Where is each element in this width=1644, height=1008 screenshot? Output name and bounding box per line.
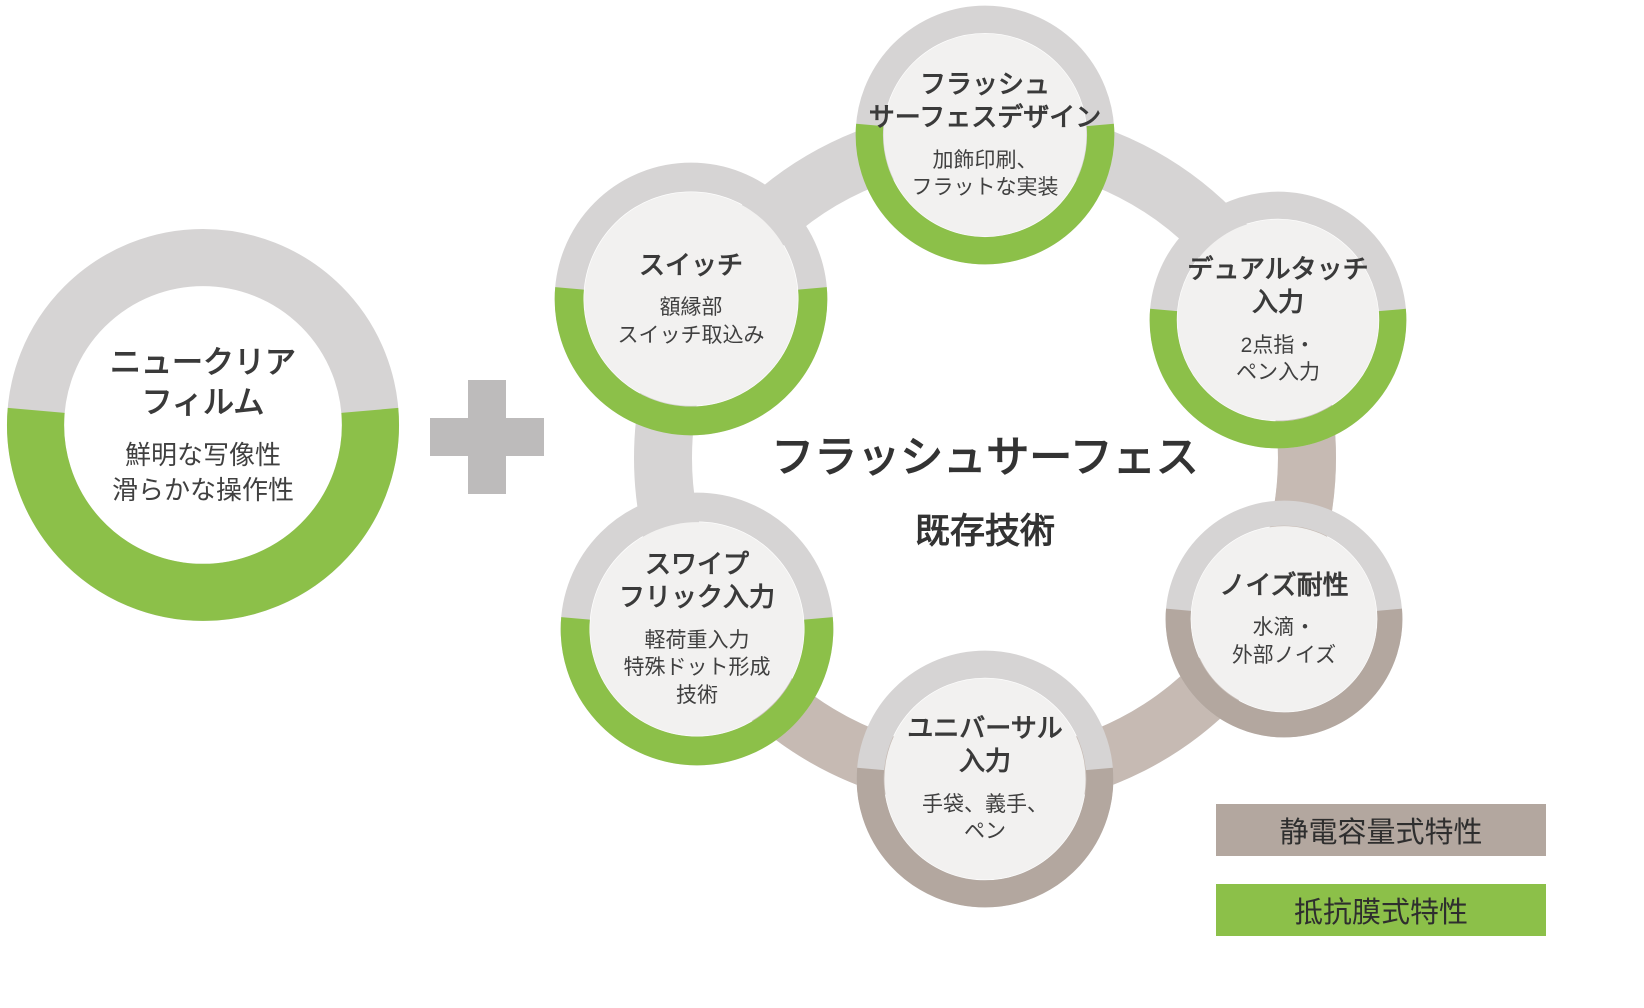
left-circle-title: ニュークリア フィルム: [110, 345, 296, 420]
node-subtitle: 軽荷重入力 特殊ドット形成 技術: [623, 628, 771, 708]
ring-graphic: [560, 492, 834, 766]
ring-graphic: [1149, 191, 1407, 449]
circle-inner: [584, 192, 798, 406]
node-dual-touch-input: デュアルタッチ 入力 2点指・ ペン入力: [1149, 191, 1407, 449]
ring-graphic: [855, 5, 1115, 265]
left-circle-subtitle: 鮮明な写像性 滑らかな操作性: [111, 440, 294, 505]
node-subtitle: 加飾印刷、 フラットな実装: [911, 148, 1059, 200]
ring-graphic: [554, 162, 828, 436]
node-title: スワイプ フリック入力: [618, 549, 775, 613]
center-subtitle: 既存技術: [914, 512, 1055, 551]
node-title: デュアルタッチ 入力: [1187, 254, 1369, 318]
plus-vertical-bar: [468, 380, 506, 494]
legend-resistive: 抵抗膜式特性: [1216, 884, 1546, 936]
node-subtitle: 水滴・ 外部ノイズ: [1231, 615, 1337, 667]
node-universal-input: ユニバーサル 入力 手袋、義手、 ペン: [856, 650, 1114, 908]
circle-arc-taupe: [1165, 608, 1403, 738]
node-title: ノイズ耐性: [1219, 569, 1349, 600]
center-label: フラッシュサーフェス 既存技術: [685, 423, 1285, 554]
node-swipe-flick-input: スワイプ フリック入力 軽荷重入力 特殊ドット形成 技術: [560, 492, 834, 766]
legend-resistive-label: 抵抗膜式特性: [1293, 897, 1468, 929]
node-subtitle: 額縁部 スイッチ取込み: [617, 295, 765, 347]
node-title: ユニバーサル 入力: [907, 713, 1063, 777]
node-switch: スイッチ 額縁部 スイッチ取込み: [554, 162, 828, 436]
circle-arc-green: [560, 617, 834, 766]
center-title: フラッシュサーフェス: [771, 434, 1199, 482]
node-subtitle: 手袋、義手、 ペン: [922, 792, 1048, 844]
circle-arc-green: [855, 123, 1115, 265]
circle-arc-green: [554, 287, 828, 436]
circle-arc-green: [7, 407, 399, 621]
circle-inner: [590, 522, 804, 736]
node-flush-surface-design: フラッシュ サーフェスデザイン 加飾印刷、 フラットな実装: [855, 5, 1115, 265]
legend-capacitive-label: 静電容量式特性: [1279, 817, 1483, 849]
node-noise-immunity: ノイズ耐性 水滴・ 外部ノイズ: [1165, 500, 1403, 738]
circle-inner: [65, 287, 341, 563]
circle-inner: [884, 678, 1086, 880]
node-title: フラッシュ サーフェスデザイン: [868, 69, 1102, 133]
circle-inner: [883, 33, 1087, 237]
circle-inner: [1177, 219, 1379, 421]
circle-arc-green: [1149, 308, 1407, 449]
ring-graphic: [6, 228, 400, 622]
node-title: スイッチ: [638, 249, 743, 280]
ring-graphic: [856, 650, 1114, 908]
node-subtitle: 2点指・ ペン入力: [1236, 333, 1320, 385]
node-new-clear-film: ニュークリア フィルム 鮮明な写像性 滑らかな操作性: [6, 228, 400, 622]
ring-graphic: [1165, 500, 1403, 738]
plus-icon: [430, 380, 544, 494]
circle-arc-taupe: [856, 767, 1114, 908]
legend-capacitive: 静電容量式特性: [1216, 804, 1546, 856]
circle-inner: [1191, 526, 1377, 712]
